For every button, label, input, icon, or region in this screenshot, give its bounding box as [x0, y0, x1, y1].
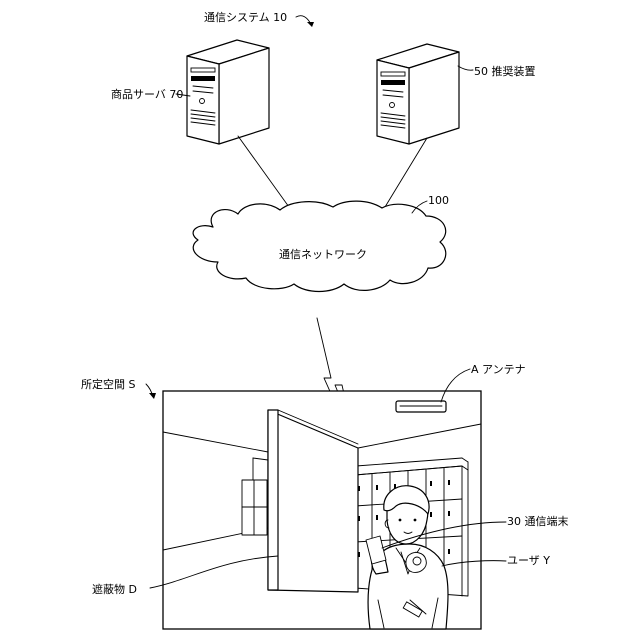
user-label: ユーザ Y [507, 554, 550, 567]
recommendation-device-label: 50 推奨装置 [474, 64, 536, 78]
system-arrowhead [307, 22, 314, 27]
network-ref-label: 100 [428, 194, 449, 207]
space-arrowhead [149, 393, 156, 399]
terminal-label: 30 通信端末 [507, 514, 569, 528]
recommendation-device-leader [458, 66, 473, 70]
network-label: 通信ネットワーク [279, 248, 367, 261]
product-server-label: 商品サーバ 70 [111, 87, 183, 101]
system-label: 通信システム 10 [204, 11, 287, 24]
network-cloud [193, 201, 446, 291]
recommendation-device-network-link [385, 138, 427, 207]
recommendation-device-icon [377, 44, 459, 144]
obstacle-label: 遮蔽物 D [92, 582, 137, 596]
antenna-icon [396, 401, 446, 412]
product-server-network-link [238, 136, 289, 207]
space-label: 所定空間 S [81, 377, 135, 391]
antenna-label: A アンテナ [471, 363, 526, 376]
product-server-icon [187, 40, 269, 144]
